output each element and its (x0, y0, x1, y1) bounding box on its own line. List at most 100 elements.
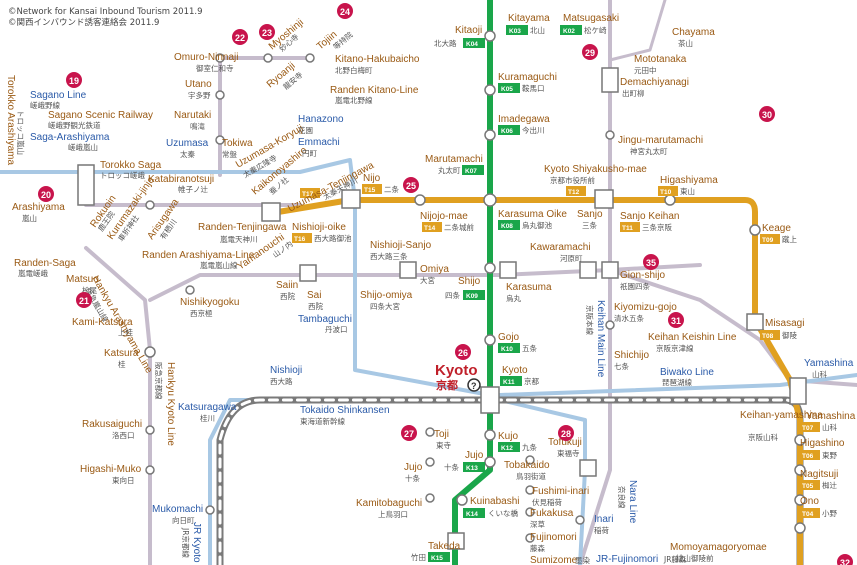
station-label: Ono (800, 496, 819, 507)
kyoto-main-station[interactable]: Kyoto 京都 ? (435, 362, 481, 392)
station-marker[interactable] (794, 434, 806, 446)
station-label-jp: 京都 (524, 376, 539, 386)
station-marker[interactable] (605, 320, 615, 330)
station-label-jp: 烏丸御池 (522, 220, 552, 230)
station-marker[interactable] (749, 224, 761, 236)
station-marker[interactable] (447, 532, 465, 550)
spot-marker-icon[interactable]: 35 (643, 254, 659, 270)
spot-marker-icon[interactable]: 26 (455, 344, 471, 360)
other-labels: Omuro-Ninnaji 御室仁和寺 Myoshinji 妙心寺 Ryoanj… (5, 17, 854, 565)
line-label: Hankyu Kyoto Line (165, 362, 176, 446)
station-label: Kuramaguchi (498, 72, 557, 83)
station-marker[interactable] (484, 429, 496, 441)
station-marker[interactable] (484, 30, 496, 42)
station-marker[interactable] (215, 135, 225, 145)
station-marker[interactable] (261, 202, 281, 222)
station-marker[interactable] (525, 455, 535, 465)
station-marker[interactable] (484, 129, 496, 141)
station-marker[interactable] (215, 53, 225, 63)
station-marker[interactable] (399, 261, 417, 279)
station-marker[interactable] (484, 334, 496, 346)
station-marker[interactable] (794, 494, 806, 506)
station-label: Misasagi (765, 318, 804, 329)
spot-marker-icon[interactable]: 30 (759, 106, 775, 122)
station-marker[interactable] (746, 313, 764, 331)
station-marker[interactable] (205, 505, 215, 515)
station-marker[interactable] (525, 507, 535, 517)
station-marker[interactable] (594, 189, 614, 209)
station-marker[interactable] (480, 386, 500, 414)
place-label-jp: 桂 (118, 359, 126, 369)
place-label: Omuro-Ninnaji (174, 52, 238, 63)
station-marker[interactable] (664, 194, 676, 206)
spot-marker-icon[interactable]: 21 (76, 292, 92, 308)
station-marker[interactable] (789, 377, 807, 405)
spot-marker-icon[interactable]: 25 (403, 177, 419, 193)
info-icon[interactable]: ? (467, 378, 481, 392)
spot-number: 27 (404, 429, 414, 439)
spot-marker-icon[interactable]: 31 (668, 312, 684, 328)
place-label: Emmachi (298, 137, 340, 148)
station-marker[interactable] (77, 164, 95, 206)
station-marker[interactable] (484, 84, 496, 96)
place-label: Tambaguchi (298, 314, 352, 325)
station-marker[interactable] (525, 485, 535, 495)
station-marker[interactable] (341, 189, 361, 209)
place-label-jp: 東向日 (112, 475, 135, 485)
spot-marker-icon[interactable]: 27 (401, 425, 417, 441)
place-label-jp: 稲荷 (594, 525, 609, 535)
place-label-jp: 丹波口 (325, 324, 348, 334)
line-label: Nara Line (627, 480, 638, 524)
spot-marker-icon[interactable]: 20 (38, 186, 54, 202)
station-marker[interactable] (145, 465, 155, 475)
station-code: T04 (802, 511, 814, 518)
spot-marker-icon[interactable]: 22 (232, 29, 248, 45)
station-marker[interactable] (414, 194, 426, 206)
station-marker[interactable] (794, 464, 806, 476)
station-marker[interactable] (575, 515, 585, 525)
place-label-jp: 桃山御陵前 (676, 553, 714, 563)
station-marker[interactable] (484, 456, 496, 468)
station-code: T15 (364, 187, 376, 194)
station-marker[interactable] (483, 193, 497, 207)
station-marker[interactable] (263, 53, 273, 63)
station-marker[interactable] (579, 459, 597, 477)
station-marker[interactable] (425, 427, 435, 437)
station-marker[interactable] (299, 264, 317, 282)
spot-number: 26 (458, 348, 468, 358)
station-marker[interactable] (601, 67, 619, 93)
station-marker[interactable] (215, 90, 225, 100)
station-label: Takeda (428, 541, 461, 552)
station-marker[interactable] (425, 457, 435, 467)
station-marker[interactable] (484, 262, 496, 274)
place-label: Sai (307, 290, 321, 301)
station-marker[interactable] (601, 261, 619, 279)
station-marker[interactable] (185, 285, 195, 295)
spot-marker-icon[interactable]: 19 (66, 72, 82, 88)
station-marker[interactable] (425, 493, 435, 503)
spot-marker-icon[interactable]: 29 (582, 44, 598, 60)
station-marker[interactable] (145, 425, 155, 435)
station-marker[interactable] (305, 53, 315, 63)
spot-number: 32 (840, 558, 850, 565)
station-marker[interactable] (525, 533, 535, 543)
spot-marker-icon[interactable]: 32 (837, 554, 853, 565)
station-label-jp: 小野 (822, 509, 837, 518)
place-label: Katsuragawa (178, 402, 237, 413)
spot-marker-icon[interactable]: 28 (558, 425, 574, 441)
station-code: K11 (503, 379, 515, 386)
station-marker[interactable] (456, 494, 468, 506)
station-marker[interactable] (794, 522, 806, 534)
spot-marker-icon[interactable]: 24 (337, 3, 353, 19)
station-marker[interactable] (579, 261, 597, 279)
spot-number: 22 (235, 33, 245, 43)
spot-marker-icon[interactable]: 23 (259, 24, 275, 40)
place-label-jp: トロッコ嵐山 (16, 110, 26, 155)
spot-number: 31 (671, 316, 681, 326)
station-label-jp: 鞍馬口 (522, 83, 545, 93)
station-marker[interactable] (145, 200, 155, 210)
station-marker[interactable] (499, 261, 517, 279)
station-marker[interactable] (144, 346, 156, 358)
place-label: Mukomachi (152, 504, 203, 515)
station-marker[interactable] (605, 130, 615, 140)
